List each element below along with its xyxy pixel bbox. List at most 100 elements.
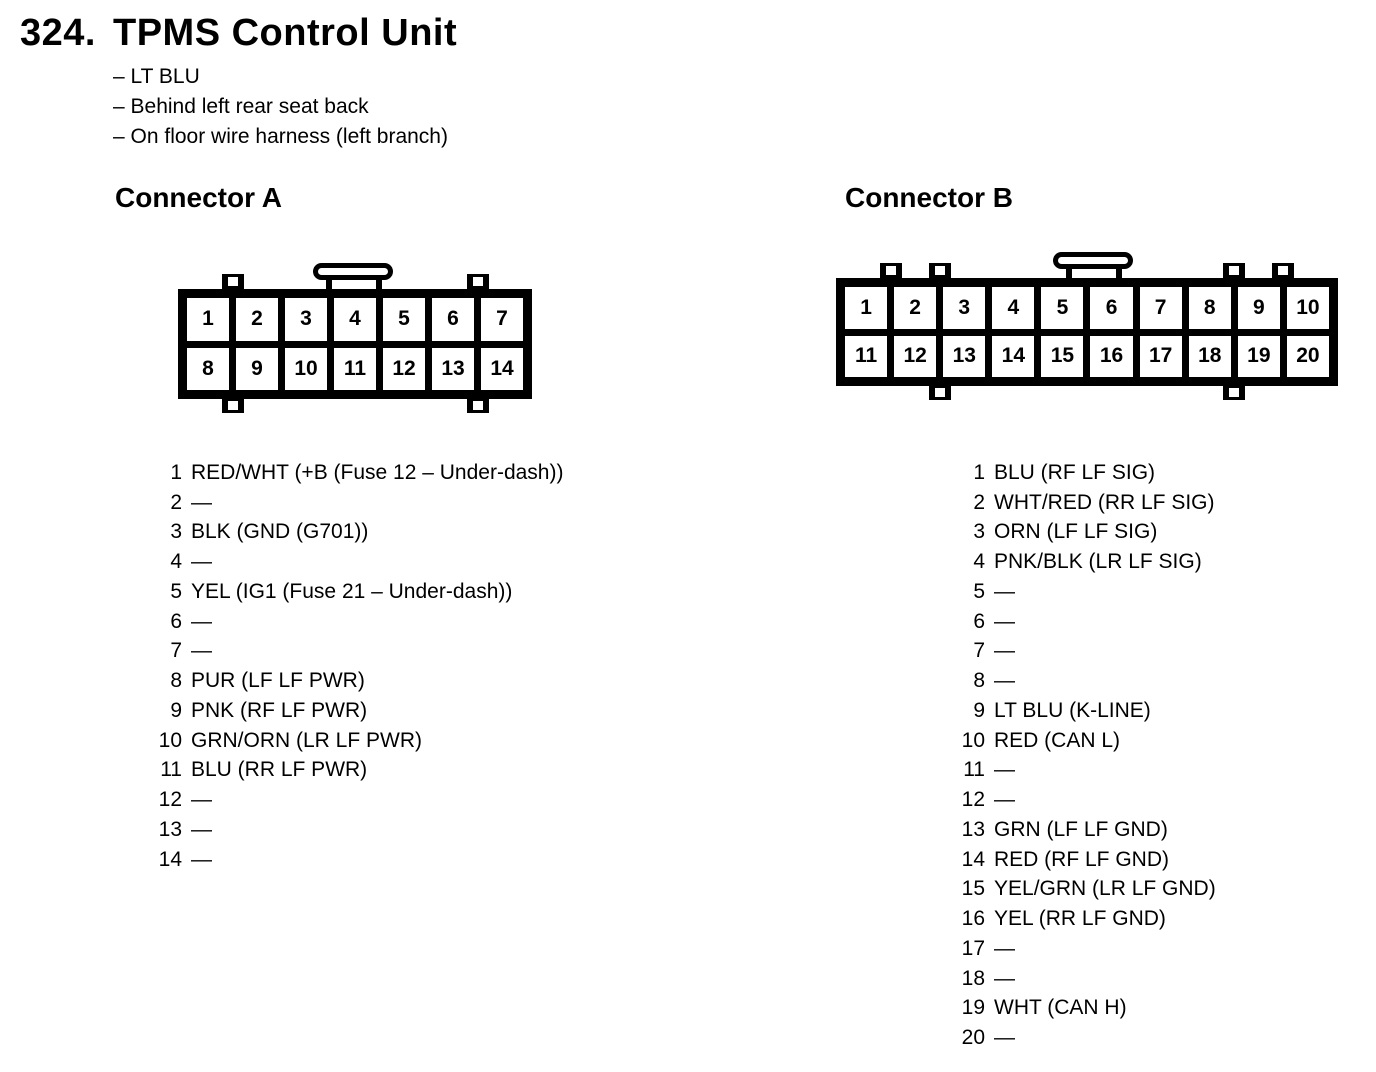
pin-wire-label: PNK/BLK (LR LF SIG) [994, 550, 1202, 574]
index-tab [466, 399, 489, 413]
pin-row: 5— [923, 577, 1216, 607]
pin-number: 11 [963, 758, 985, 782]
pin-number: 13 [961, 817, 985, 841]
pin-row: 4— [120, 547, 563, 577]
index-tab [928, 263, 951, 278]
pin-row: 8— [923, 666, 1216, 696]
page-title: 324. TPMS Control Unit [20, 12, 457, 55]
pin-number: 1 [973, 460, 985, 484]
connector-latch [1053, 252, 1133, 269]
pin-row: 17— [923, 934, 1216, 964]
pin-number: 10 [961, 728, 985, 752]
pin-cavity-11: 11 [845, 335, 888, 377]
pin-wire-label: — [994, 966, 1015, 990]
index-tab [466, 274, 489, 289]
pin-number: 17 [961, 936, 985, 960]
pin-wire-label: — [994, 1026, 1015, 1050]
pin-wire-label: — [191, 639, 212, 663]
pin-row: 7— [923, 637, 1216, 667]
pin-wire-label: YEL (RR LF GND) [994, 907, 1166, 931]
tab-hole [934, 266, 945, 275]
pin-cavity-9: 9 [1237, 287, 1280, 329]
pin-cavity-2: 2 [236, 298, 278, 341]
pin-number: 13 [158, 817, 182, 841]
connector-b-heading: Connector B [845, 182, 1013, 213]
pin-cavity-4: 4 [334, 298, 376, 341]
pin-wire-label: YEL (IG1 (Fuse 21 – Under-dash)) [191, 579, 513, 603]
pin-wire-label: PNK (RF LF PWR) [191, 698, 368, 722]
pin-number: 2 [973, 490, 985, 514]
pin-wire-label: — [994, 639, 1015, 663]
pin-wire-label: RED (CAN L) [994, 728, 1121, 752]
pin-row: 16 YEL (RR LF GND) [923, 904, 1216, 934]
pin-number: 14 [158, 847, 182, 871]
pin-cavity-5: 5 [383, 298, 425, 341]
pin-cavity-16: 16 [1090, 335, 1133, 377]
pin-number: 9 [973, 698, 985, 722]
pin-wire-label: — [994, 579, 1015, 603]
pin-cavity-6: 6 [1090, 287, 1133, 329]
pin-number: 16 [961, 907, 985, 931]
pin-cavity-7: 7 [1139, 287, 1182, 329]
tab-hole [227, 401, 238, 410]
pin-cavity-20: 20 [1286, 335, 1329, 377]
section-number: 324. [20, 12, 96, 54]
pin-row: 10 RED (CAN L) [923, 726, 1216, 756]
pin-wire-label: RED (RF LF GND) [994, 847, 1169, 871]
pin-number: 20 [961, 1026, 985, 1050]
location-note: – Behind left rear seat back [113, 95, 369, 118]
pin-row: 18— [923, 964, 1216, 994]
tab-hole [472, 277, 483, 286]
index-tab [221, 274, 244, 289]
pin-wire-label: GRN (LF LF GND) [994, 817, 1168, 841]
pin-cavity-13: 13 [432, 347, 474, 390]
pin-cavity-19: 19 [1237, 335, 1280, 377]
pin-wire-label: — [994, 609, 1015, 633]
pin-wire-label: — [191, 847, 212, 871]
section-title: TPMS Control Unit [113, 12, 458, 54]
pin-number: 7 [973, 639, 985, 663]
pin-wire-label: LT BLU (K-LINE) [994, 698, 1151, 722]
pin-wire-label: — [994, 669, 1015, 693]
pin-row: 13 GRN (LF LF GND) [923, 815, 1216, 845]
pin-cavity-15: 15 [1041, 335, 1084, 377]
latch-leg [326, 278, 332, 298]
pin-cavity-18: 18 [1188, 335, 1231, 377]
pin-cavity-14: 14 [481, 347, 523, 390]
pin-wire-label: BLU (RF LF SIG) [994, 460, 1156, 484]
pin-number: 2 [170, 490, 182, 514]
pin-cavity-10: 10 [1286, 287, 1329, 329]
pin-number: 12 [158, 788, 182, 812]
pin-cavity-14: 14 [992, 335, 1035, 377]
tab-hole [1278, 266, 1289, 275]
pin-cavity-8: 8 [1188, 287, 1231, 329]
pin-row: 20 — [923, 1023, 1216, 1053]
pin-number: 3 [170, 520, 182, 544]
pin-cavity-17: 17 [1139, 335, 1182, 377]
pin-number: 5 [973, 579, 985, 603]
pin-wire-label: — [191, 817, 212, 841]
tab-hole [472, 401, 483, 410]
pin-cavity-2: 2 [894, 287, 937, 329]
pin-number: 4 [170, 550, 182, 574]
pin-wire-label: RED/WHT (+B (Fuse 12 – Under-dash)) [191, 460, 564, 484]
pin-number: 11 [160, 758, 182, 782]
pin-number: 5 [170, 579, 182, 603]
pin-wire-label: — [994, 788, 1015, 812]
pin-cavity-3: 3 [943, 287, 986, 329]
pin-wire-label: — [191, 788, 212, 812]
pin-cavity-1: 1 [187, 298, 229, 341]
tab-hole [1229, 266, 1240, 275]
index-tab [221, 399, 244, 413]
pin-row: 12— [923, 785, 1216, 815]
pin-wire-label: — [191, 490, 212, 514]
